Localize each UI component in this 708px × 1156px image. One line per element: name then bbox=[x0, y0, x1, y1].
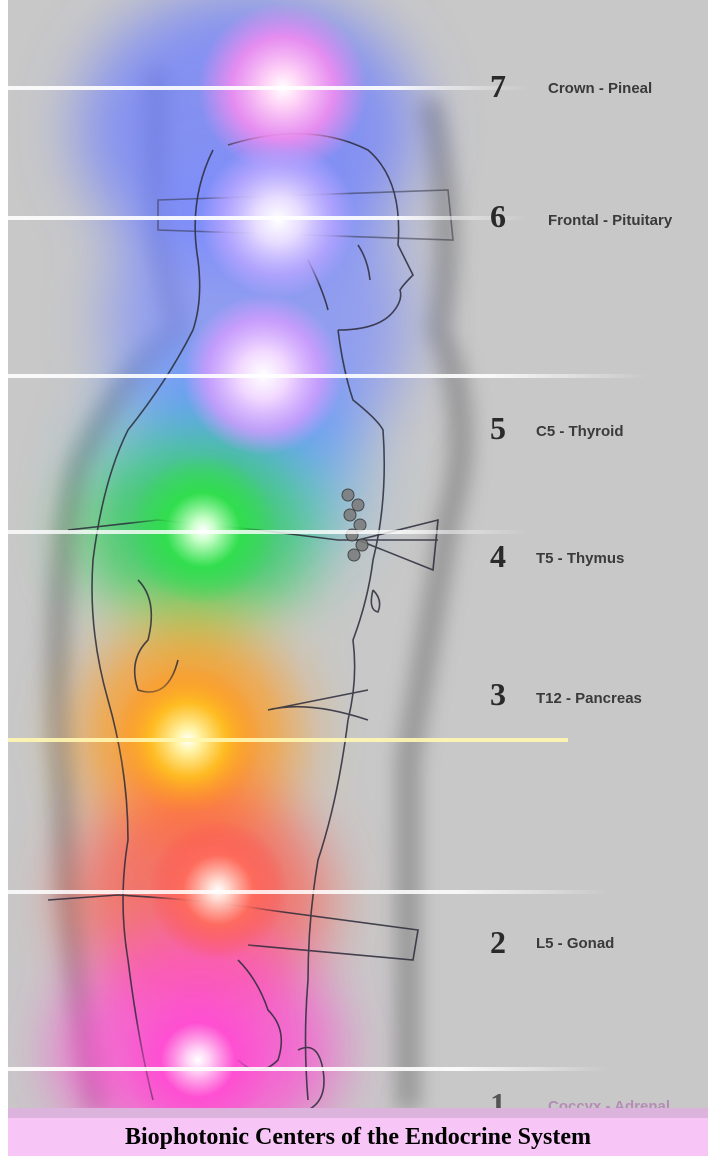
caption-bar: Biophotonic Centers of the Endocrine Sys… bbox=[8, 1108, 708, 1156]
center-4-label: T5 - Thymus bbox=[536, 550, 624, 567]
center-6-label: Frontal - Pituitary bbox=[548, 212, 672, 229]
chakra-illustration: 7 Crown - Pineal 6 Frontal - Pituitary 5… bbox=[8, 0, 708, 1118]
center-5-label: C5 - Thyroid bbox=[536, 423, 624, 440]
center-4-number: 4 bbox=[490, 538, 506, 575]
center-6-number: 6 bbox=[490, 198, 506, 235]
center-7-number: 7 bbox=[490, 68, 506, 105]
center-3-number: 3 bbox=[490, 676, 506, 713]
center-2-number: 2 bbox=[490, 924, 506, 961]
center-3-label: T12 - Pancreas bbox=[536, 690, 642, 707]
caption-text: Biophotonic Centers of the Endocrine Sys… bbox=[8, 1124, 708, 1151]
center-2-label: L5 - Gonad bbox=[536, 935, 614, 952]
caption-band bbox=[8, 1108, 708, 1118]
center-5-number: 5 bbox=[490, 410, 506, 447]
center-7-label: Crown - Pineal bbox=[548, 80, 652, 97]
